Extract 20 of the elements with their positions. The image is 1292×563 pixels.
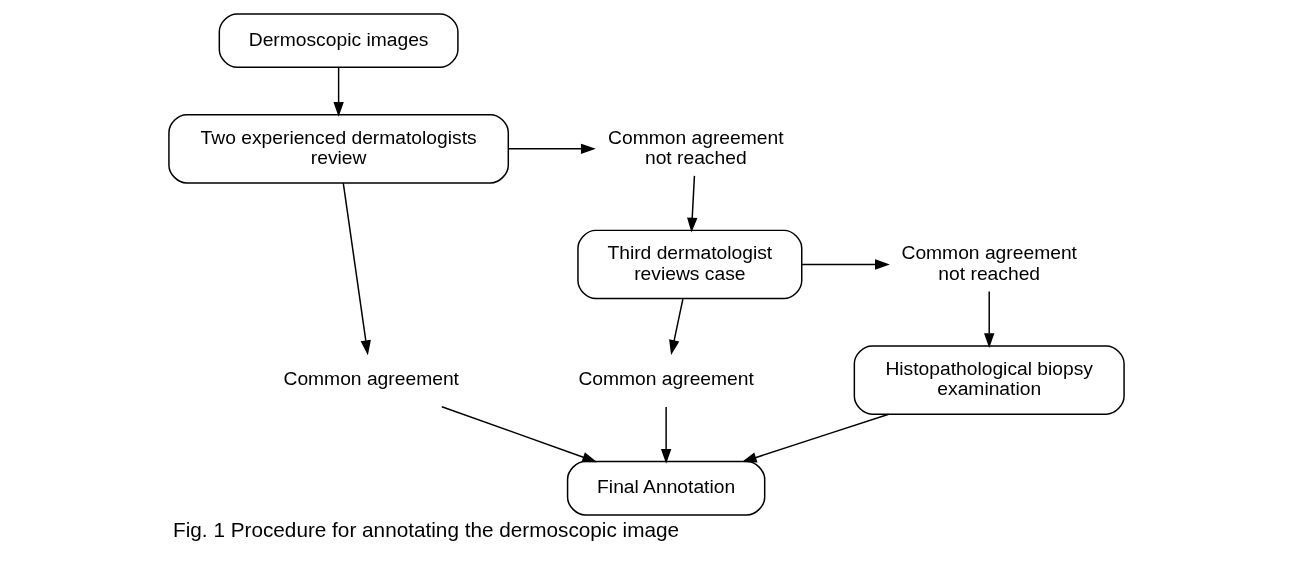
node-box: Histopathological biopsy examination bbox=[853, 345, 1125, 415]
node-text: Common agreement not reached bbox=[900, 242, 1077, 284]
arrow bbox=[686, 175, 697, 233]
arrow bbox=[983, 290, 994, 349]
node-box: Third dermatologist reviews case bbox=[576, 229, 802, 300]
arrow bbox=[440, 406, 597, 463]
arrow bbox=[741, 413, 889, 463]
node-text: Common agreement not reached bbox=[607, 126, 784, 169]
arrow bbox=[660, 406, 671, 464]
node-box: Two experienced dermatologists review bbox=[167, 114, 509, 184]
arrow bbox=[507, 143, 596, 155]
node-text: Common agreement bbox=[282, 368, 459, 390]
node-text: Common agreement bbox=[577, 368, 754, 390]
arrow bbox=[668, 298, 684, 355]
arrow bbox=[342, 182, 371, 356]
node-box: Final Annotation bbox=[566, 460, 765, 516]
arrow bbox=[332, 66, 344, 117]
arrow bbox=[800, 259, 890, 270]
caption: Fig. 1 Procedure for annotating the dermoscopic image bbox=[172, 518, 679, 542]
node-box: Dermoscopic images bbox=[218, 13, 459, 69]
